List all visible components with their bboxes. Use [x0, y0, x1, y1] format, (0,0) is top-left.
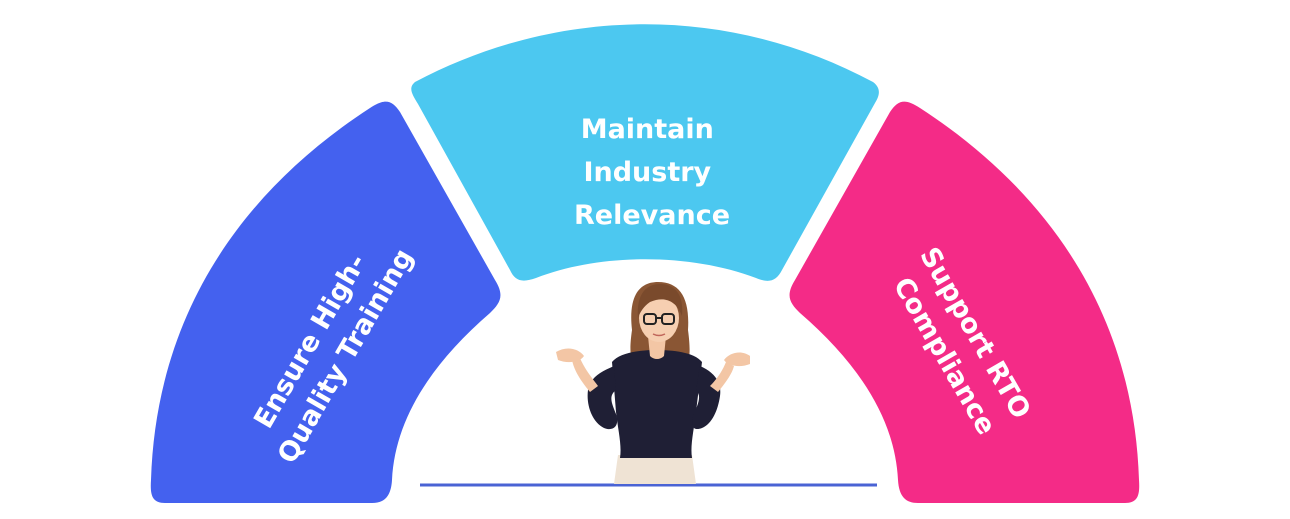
segment-top	[411, 24, 879, 281]
segment-top-label: Maintain Industry Relevance	[574, 114, 730, 231]
woman-shrugging-illustration	[556, 282, 750, 484]
segment-top-line-1: Maintain	[581, 114, 714, 145]
segment-right	[789, 101, 1140, 503]
segment-left	[150, 101, 501, 503]
segment-top-line-3: Relevance	[574, 200, 730, 231]
segment-top-line-2: Industry	[583, 157, 711, 188]
